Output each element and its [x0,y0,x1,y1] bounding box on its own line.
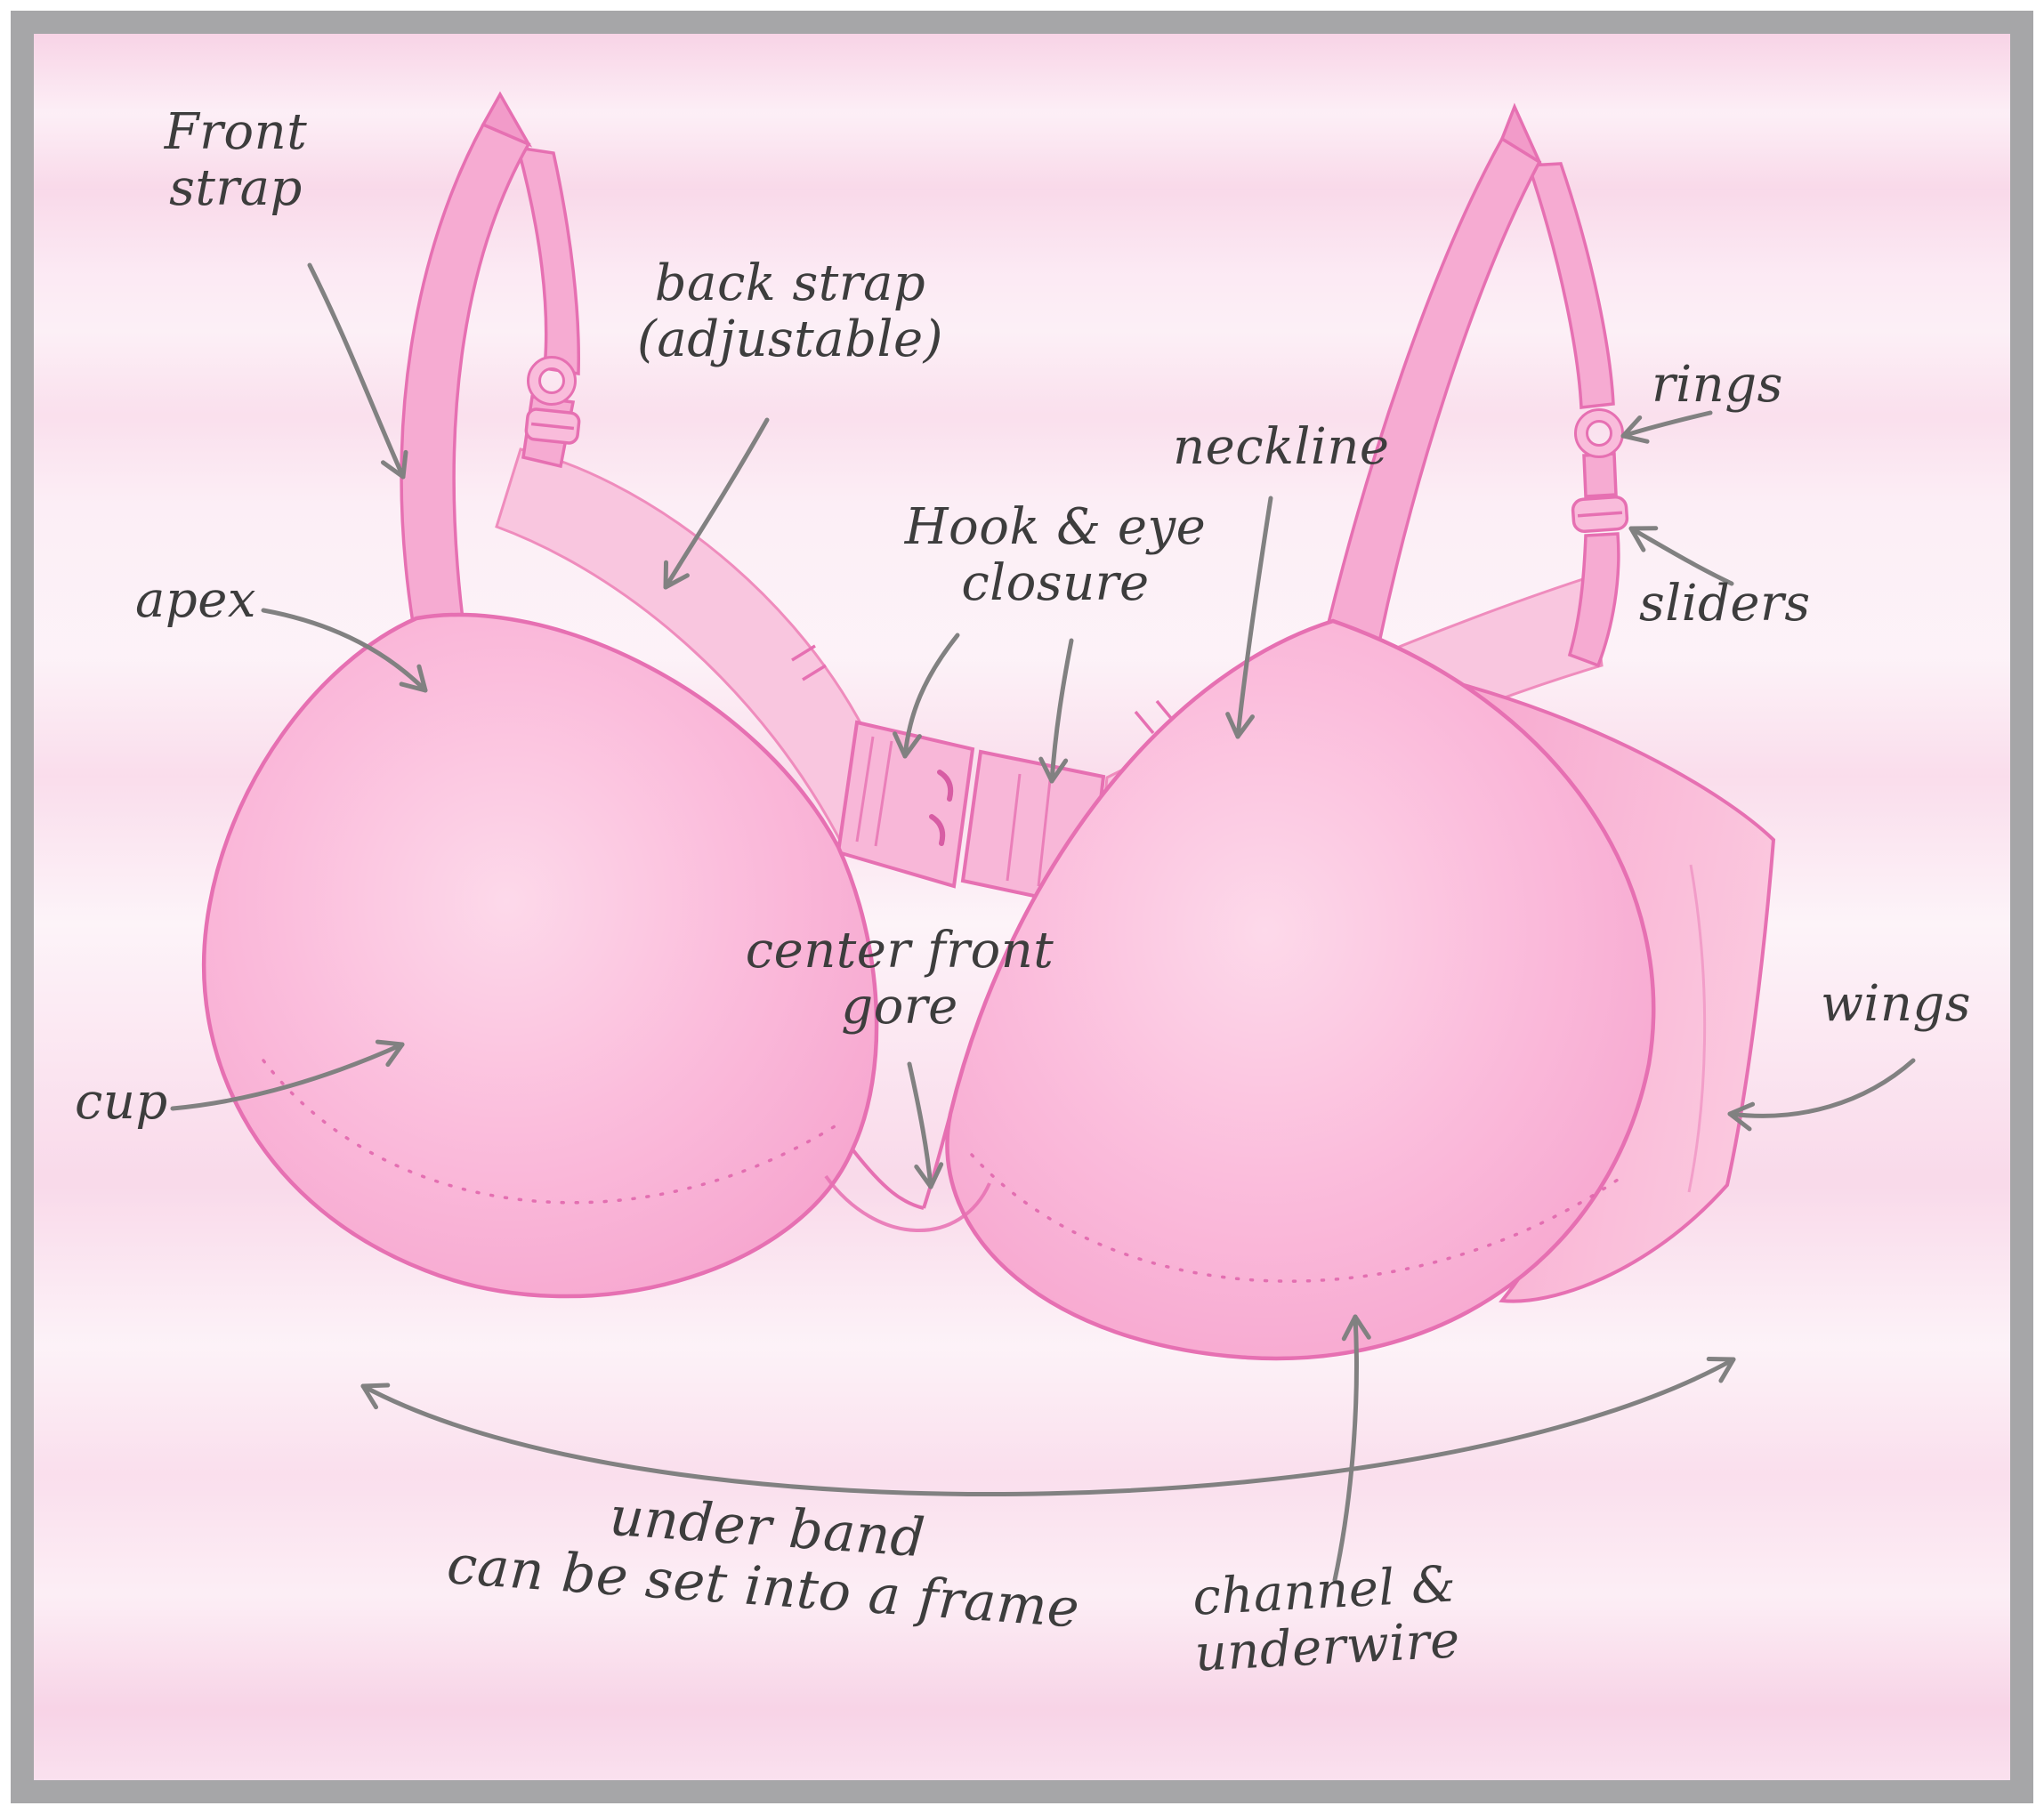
right-ring [1574,408,1624,458]
right-strap-tip [1499,102,1543,166]
label-back-strap: back strap (adjustable) [637,254,943,368]
arrow-rings [1620,410,1713,444]
left-ring [527,356,577,406]
left-slider [524,407,581,445]
arrow-neckline [1225,496,1273,739]
arrow-channel-underwire [1332,1314,1371,1583]
right-back-strap [1526,162,1615,409]
label-rings: rings [1652,356,1783,414]
back-strap-segments [515,145,1620,668]
arrow-front-strap [307,262,408,480]
label-channel-underwire: channel & underwire [1191,1555,1462,1683]
left-cup [201,612,879,1299]
arrow-hook-eye-right [1038,638,1074,784]
label-sliders: sliders [1639,575,1811,633]
right-strap-mid [1582,452,1618,498]
closure-stitching [855,736,1052,887]
arrow-cup [170,1039,405,1111]
arrow-wings [1727,1058,1916,1132]
strap-hardware [524,356,1629,533]
label-wings: wings [1821,975,1971,1033]
closure-hooks [929,770,954,846]
underband-bridge [824,1174,991,1232]
arrow-hook-eye-left [893,633,960,759]
arrow-back-strap [663,417,770,590]
arrow-under-band [360,1357,1736,1497]
label-cup: cup [75,1073,168,1131]
left-back-strap [515,145,580,376]
left-front-strap [400,122,531,636]
annotation-arrows [170,262,1916,1583]
arrow-apex [261,608,428,693]
label-apex: apex [135,571,256,629]
arrow-sliders [1628,526,1734,586]
label-center-front-gore: center front gore [745,922,1054,1036]
wing-fold-line [1687,864,1707,1193]
label-hook-eye-closure: Hook & eye closure [904,498,1207,612]
closure-hook-side [836,720,975,889]
label-neckline: neckline [1173,418,1390,476]
arrow-center-front-gore [907,1061,944,1189]
right-slider [1571,496,1629,533]
channel-seam-stitching [262,1059,1620,1283]
right-strap-lower [1567,532,1620,668]
right-front-strap [1325,136,1542,645]
left-strap-tip [481,91,533,148]
band-tack-stitches [791,644,1176,735]
label-front-strap: Front strap [164,103,308,217]
